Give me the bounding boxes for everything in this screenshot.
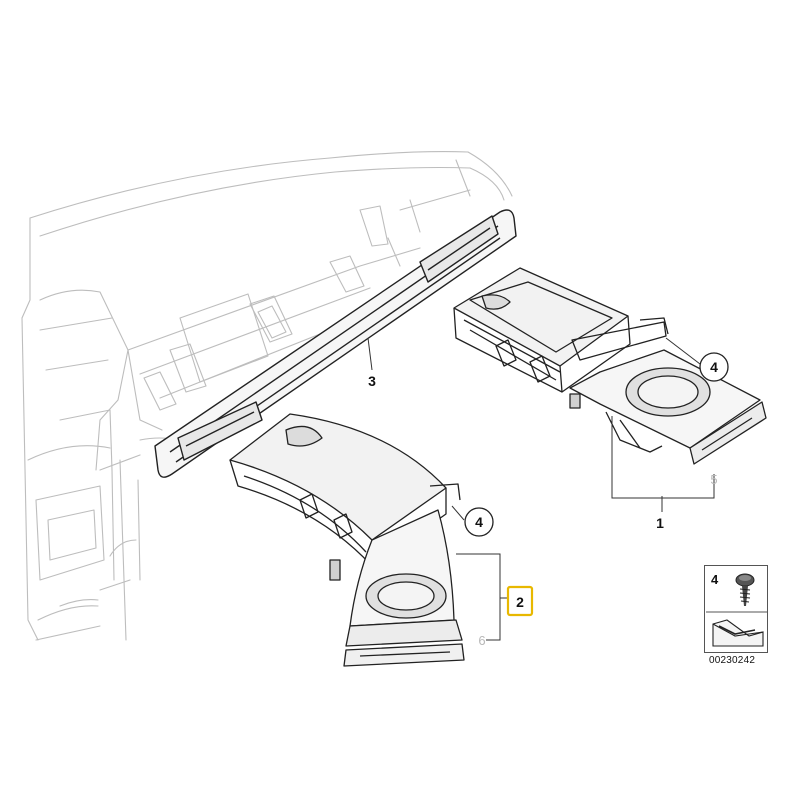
callout-2-label: 2: [516, 594, 524, 610]
callout-2-highlight: 2: [506, 585, 534, 617]
callout-3-label: 3: [368, 373, 376, 389]
leader-lines: [367, 337, 715, 641]
cup-holder-part-1: [453, 267, 767, 465]
image-code-label: 00230242: [709, 655, 756, 666]
screw-legend-box: 4: [704, 565, 768, 653]
callout-4-right-label: 4: [710, 359, 718, 375]
callout-4-middle-label: 4: [475, 514, 483, 530]
screw-legend: 4 00230242: [704, 565, 774, 671]
screw-legend-part-number: 4: [711, 572, 719, 587]
screw-icon: [706, 573, 768, 647]
ghost-callout-6-label: 6: [478, 633, 485, 648]
ghost-callout-5-label: 5: [710, 472, 717, 487]
callout-4-middle: 4: [464, 507, 494, 537]
callout-1-label: 1: [656, 515, 664, 531]
callout-4-right: 4: [699, 352, 729, 382]
cup-holder-part-2: [229, 413, 465, 667]
dashboard-outline: [21, 151, 513, 641]
trim-strip-part-3: [154, 209, 517, 478]
